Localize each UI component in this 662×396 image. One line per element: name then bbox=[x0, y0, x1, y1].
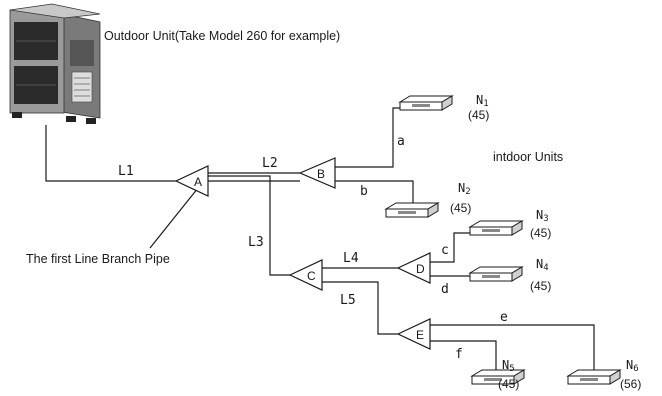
indoor-unit-side bbox=[441, 95, 453, 111]
pipe-label-l1: L1 bbox=[118, 164, 134, 179]
indoor-unit-name-index: 1 bbox=[483, 99, 488, 109]
indoor-unit-grille bbox=[482, 275, 500, 278]
indoor-unit-side bbox=[513, 369, 525, 385]
indoor-unit-n3: N3 (45) bbox=[468, 208, 551, 240]
indoor-unit-n2: N2 (45) bbox=[384, 181, 471, 218]
indoor-unit-grille bbox=[484, 378, 502, 381]
indoor-unit-name: N6 bbox=[626, 358, 639, 374]
indoor-unit-name-letter: N bbox=[458, 181, 465, 195]
indoor-unit-n6: N6 (56) bbox=[566, 358, 641, 391]
indoor-unit-n5: N5 (45) bbox=[470, 358, 526, 391]
branch-pipe-c-label: C bbox=[307, 269, 316, 283]
indoor-unit-n4: N4 (45) bbox=[468, 257, 551, 293]
outdoor-unit-icon bbox=[9, 3, 101, 124]
indoor-unit-capacity: (45) bbox=[530, 279, 551, 293]
indoor-unit-side bbox=[609, 369, 621, 385]
indoor-units-label: intdoor Units bbox=[493, 150, 563, 164]
indoor-unit-grille bbox=[482, 229, 500, 232]
indoor-unit-name: N4 bbox=[536, 257, 549, 273]
indoor-unit-name-index: 5 bbox=[509, 364, 514, 374]
indoor-unit-capacity: (45) bbox=[530, 226, 551, 240]
first-branch-pipe-label: The first Line Branch Pipe bbox=[26, 252, 170, 266]
branch-pipe-b-label: B bbox=[317, 167, 325, 181]
pipe-label-l2: L2 bbox=[262, 156, 278, 171]
indoor-unit-name-letter: N bbox=[476, 93, 483, 107]
branch-pipe-e: E bbox=[396, 318, 431, 350]
indoor-unit-side bbox=[427, 202, 439, 218]
indoor-unit-side bbox=[511, 266, 523, 282]
indoor-unit-capacity: (56) bbox=[620, 377, 641, 391]
pipe-label-l4: L4 bbox=[343, 251, 359, 266]
branch-pipe-e-label: E bbox=[416, 328, 424, 342]
indoor-unit-name-index: 6 bbox=[633, 364, 638, 374]
indoor-unit-grille bbox=[412, 104, 430, 107]
indoor-unit-name: N3 bbox=[536, 208, 549, 224]
indoor-unit-grille bbox=[580, 378, 598, 381]
branch-pipe-b: B bbox=[298, 157, 336, 189]
pipe-lines bbox=[45, 107, 595, 372]
indoor-unit-name-letter: N bbox=[626, 358, 633, 372]
pipe-label-a: a bbox=[397, 134, 405, 149]
indoor-units: N1(45)N2(45)N3(45)N4(45)N5(45)N6(56) bbox=[384, 93, 641, 391]
pipe-label-e: e bbox=[500, 310, 508, 325]
pipe-label-c: c bbox=[441, 243, 449, 258]
branch-pipe-d-label: D bbox=[416, 262, 425, 276]
branch-pipe-a: A bbox=[174, 165, 209, 197]
outdoor-unit-label: Outdoor Unit(Take Model 260 for example) bbox=[104, 29, 340, 43]
indoor-unit-name-letter: N bbox=[502, 358, 509, 372]
indoor-unit-n1: N1(45) bbox=[398, 93, 489, 122]
pipe-label-d: d bbox=[441, 282, 449, 297]
branch-pipe-a-label: A bbox=[194, 175, 202, 189]
indoor-unit-name-letter: N bbox=[536, 257, 543, 271]
indoor-unit-name-index: 3 bbox=[543, 214, 548, 224]
branch-pipe-d: D bbox=[396, 252, 431, 284]
indoor-unit-name-index: 4 bbox=[543, 263, 548, 273]
branch-pipe-c: C bbox=[288, 259, 323, 291]
pipe-label-l3: L3 bbox=[248, 235, 264, 250]
indoor-unit-name: N2 bbox=[458, 181, 471, 197]
indoor-unit-name-index: 2 bbox=[465, 187, 470, 197]
indoor-unit-capacity: (45) bbox=[498, 377, 519, 391]
indoor-unit-side bbox=[511, 220, 523, 236]
indoor-unit-capacity: (45) bbox=[450, 201, 471, 215]
pipe-label-l5: L5 bbox=[340, 293, 356, 308]
indoor-unit-capacity: (45) bbox=[468, 108, 489, 122]
pipe-label-f: f bbox=[455, 347, 463, 362]
indoor-unit-grille bbox=[398, 211, 416, 214]
indoor-unit-name: N5 bbox=[502, 358, 515, 374]
indoor-unit-name-letter: N bbox=[536, 208, 543, 222]
indoor-unit-name: N1 bbox=[476, 93, 489, 109]
pipe-label-b: b bbox=[360, 184, 368, 199]
